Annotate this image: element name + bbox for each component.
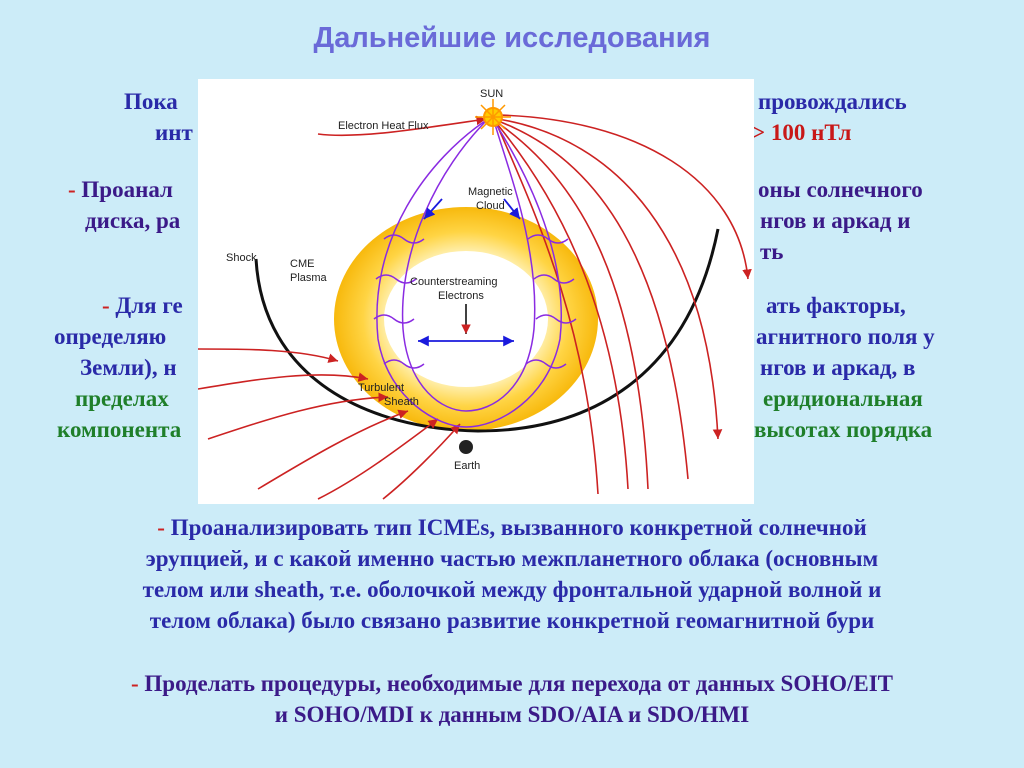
geo-line-2-end: агнитного поля у <box>756 324 935 350</box>
disk-line-3: ть <box>30 236 994 267</box>
geo-line-3-end: нгов и аркад, в <box>760 355 916 381</box>
paragraph-icme-type: - Проанализировать тип ICMEs, вызванного… <box>30 512 994 636</box>
geo-line-1-start: Для ге <box>115 293 183 318</box>
geo-line-4-start: пределах <box>75 386 169 412</box>
icme-line-3: телом или sheath, т.е. оболочкой между ф… <box>142 577 882 603</box>
paragraph-intro: Пока провождались инт > 100 нТл <box>30 86 994 148</box>
proc-line-2: и SOHO/MDI к данным SDO/AIA и SDO/HMI <box>274 702 750 728</box>
intro-line-1-start: Пока <box>124 89 178 114</box>
label-sun: SUN <box>480 88 503 100</box>
paragraph-geo-factors: - Для ге ать факторы, определяю агнитног… <box>30 290 994 445</box>
disk-line-3-end: ть <box>760 239 784 265</box>
label-electrons: Electrons <box>438 290 484 302</box>
icme-line-2: эрупцией, и с какой именно частью межпла… <box>145 546 879 572</box>
geo-line-1: - Для ге ать факторы, <box>30 290 994 321</box>
disk-line-2-start: диска, ра <box>85 208 181 234</box>
proc-line-1-text: Проделать процедуры, необходимые для пер… <box>144 671 894 696</box>
disk-line-2-end: нгов и аркад и <box>760 208 911 234</box>
label-cloud: Cloud <box>476 200 505 212</box>
geo-line-3: Земли), н нгов и аркад, в <box>30 352 994 383</box>
paragraph-procedures: - Проделать процедуры, необходимые для п… <box>30 668 994 730</box>
geo-line-3-start: Земли), н <box>80 355 177 381</box>
geo-line-5-start: компонента <box>57 417 182 443</box>
intro-threshold: > 100 нТл <box>752 120 852 146</box>
intro-line-1-end: провождались <box>758 89 907 114</box>
geo-line-4-end: еридиональная <box>763 386 923 412</box>
slide-title: Дальнейшие исследования <box>313 22 711 54</box>
proc-dash: - <box>130 671 145 696</box>
paragraph-analysis-disk: - Проанал оны солнечного диска, ра нгов … <box>30 174 994 267</box>
field-lines-right <box>497 114 752 495</box>
sun-icon <box>475 99 511 135</box>
label-counterstreaming: Counterstreaming <box>410 276 497 288</box>
diagram-svg: SUN Electron Heat Flux Magnetic Cloud Sh… <box>198 88 752 500</box>
disk-line-1: - Проанал оны солнечного <box>30 174 994 205</box>
icme-line-4: телом облака) было связано развитие конк… <box>149 608 875 634</box>
geo-dash: - <box>102 293 116 318</box>
icme-line-1-text: Проанализировать тип ICMEs, вызванного к… <box>170 515 867 540</box>
label-cme: CME <box>290 258 314 270</box>
disk-line-2: диска, ра нгов и аркад и <box>30 205 994 236</box>
disk-line-1-end: оны солнечного <box>758 177 923 202</box>
disk-dash: - <box>68 177 82 202</box>
proc-line-1: - Проделать процедуры, необходимые для п… <box>30 668 994 699</box>
intro-line-2: инт > 100 нТл <box>30 117 994 148</box>
disk-line-1-start: Проанал <box>81 177 173 202</box>
geo-line-2-start: определяю <box>54 324 167 350</box>
label-magnetic: Magnetic <box>468 186 513 198</box>
intro-line-1: Пока провождались <box>30 86 994 117</box>
field-lines-left <box>198 115 487 500</box>
label-sheath: Sheath <box>384 396 419 408</box>
icme-dash: - <box>157 515 171 540</box>
geo-line-4: пределах еридиональная <box>30 383 994 414</box>
shock-arc <box>254 228 720 433</box>
intro-line-2-start: инт <box>155 120 193 146</box>
geo-line-1-end: ать факторы, <box>766 293 906 318</box>
label-plasma: Plasma <box>290 272 328 284</box>
label-earth: Earth <box>454 460 480 472</box>
earth-icon <box>459 440 473 454</box>
flux-rope <box>373 118 577 428</box>
icme-line-1: - Проанализировать тип ICMEs, вызванного… <box>30 512 994 543</box>
label-heat-flux: Electron Heat Flux <box>338 120 429 132</box>
counterstreaming-arrows <box>418 198 521 347</box>
geo-line-2: определяю агнитного поля у <box>30 321 994 352</box>
geo-line-5: компонента высотах порядка <box>30 414 994 445</box>
label-turbulent: Turbulent <box>358 382 404 394</box>
label-shock: Shock <box>226 252 257 264</box>
geo-line-5-end: высотах порядка <box>754 417 933 443</box>
magnetic-cloud-diagram: SUN Electron Heat Flux Magnetic Cloud Sh… <box>198 79 754 504</box>
